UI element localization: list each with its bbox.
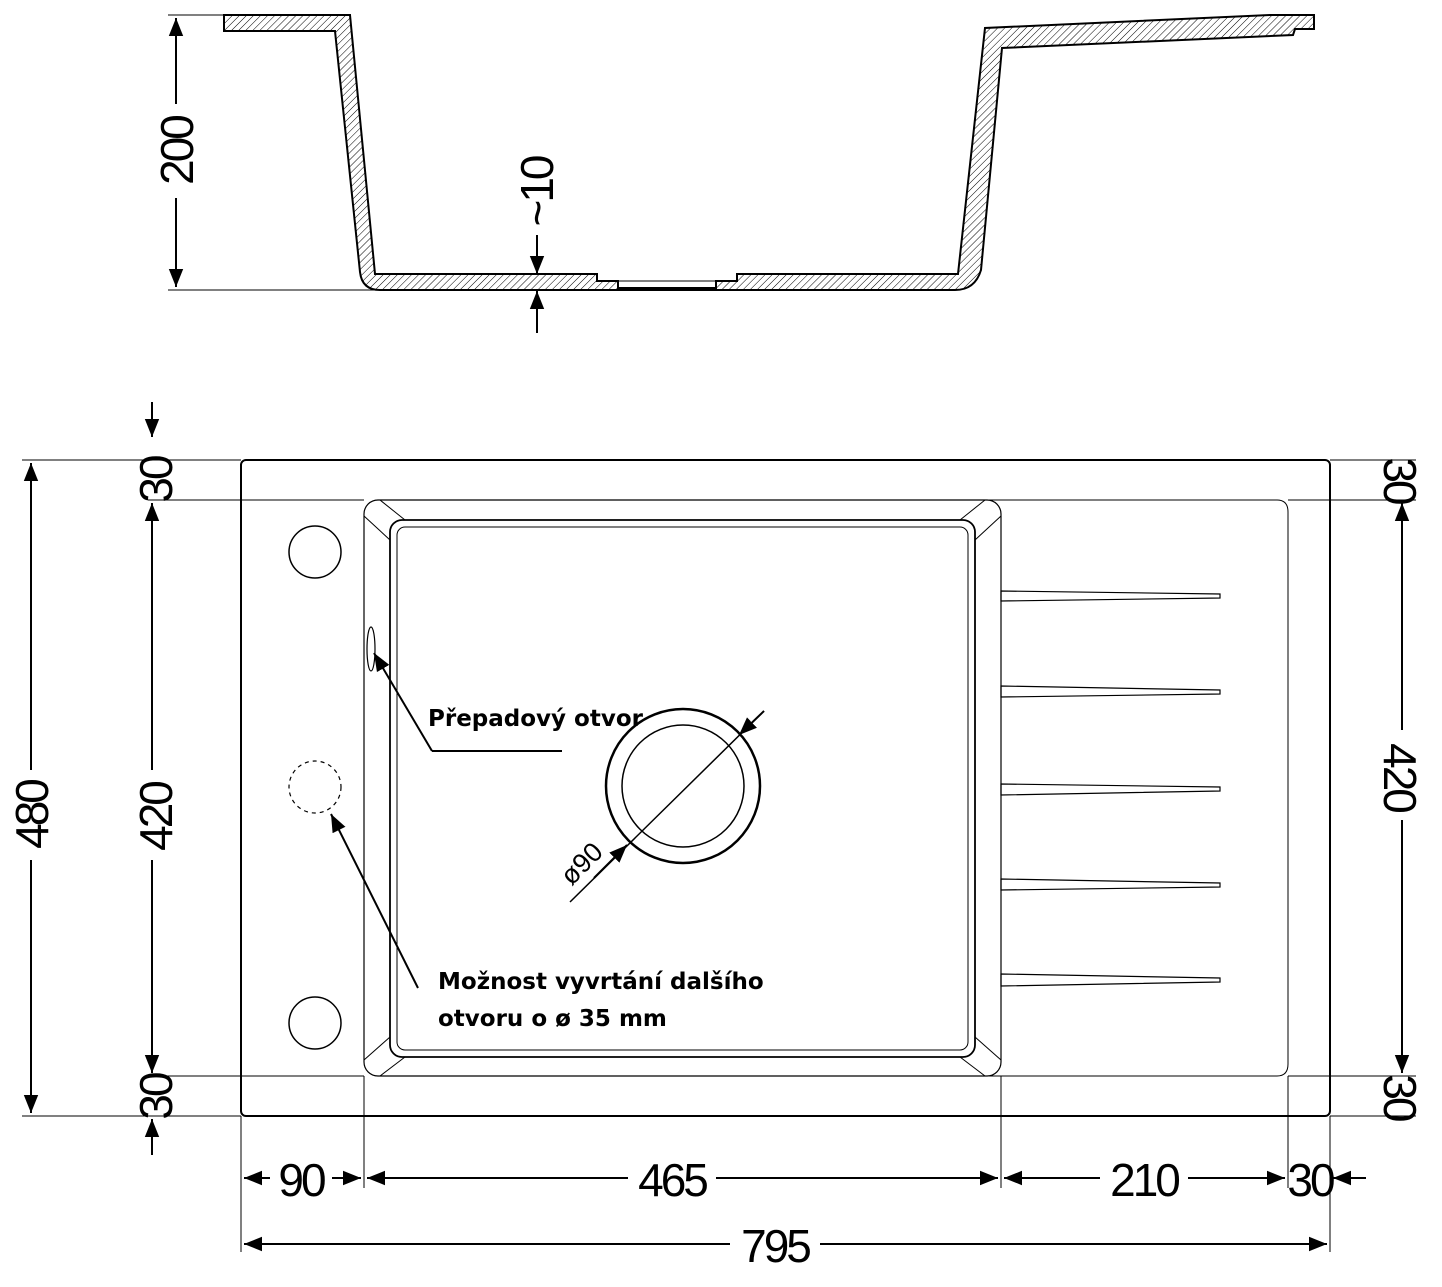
height-420-right-label: 420 <box>1374 743 1426 812</box>
overflow-note: Přepadový otvor <box>428 706 644 732</box>
height-480-label: 480 <box>6 780 58 849</box>
drill-note-line2: otvoru o ø 35 mm <box>438 1006 667 1032</box>
left-margin-90-label: 90 <box>278 1154 325 1206</box>
bottom-dimensions: 90 465 210 30 795 <box>240 1076 1366 1272</box>
drainer-width-210-label: 210 <box>1110 1154 1179 1206</box>
sink-section-profile <box>223 14 1315 291</box>
drainer-outline <box>985 499 1289 1077</box>
drain-outer <box>604 707 762 865</box>
drain-inner <box>621 724 745 848</box>
drain-diameter-arrow-a <box>593 844 628 879</box>
bowl-inner-basin <box>389 519 976 1058</box>
total-width-795-label: 795 <box>741 1220 810 1272</box>
bowl-corner-chamfers <box>363 499 1002 1077</box>
bottom-margin-left-label: 30 <box>130 1073 182 1120</box>
overflow-slot <box>366 626 376 672</box>
drill-hole-leader <box>330 813 419 989</box>
top-margin-left-label: 30 <box>130 456 182 503</box>
bowl-width-465-label: 465 <box>638 1154 707 1206</box>
drainer-ribs <box>1000 590 1221 987</box>
bottom-margin-right-label: 30 <box>1374 1074 1426 1121</box>
overflow-leader <box>373 652 433 752</box>
tap-hole-optional <box>288 760 342 814</box>
drain-diameter-label: ø90 <box>555 837 609 891</box>
height-200-label: 200 <box>151 116 203 185</box>
bowl-inner-basin-edge <box>396 526 969 1051</box>
drain-diameter-arrow-b <box>738 710 765 736</box>
thickness-10-label: ~10 <box>511 156 563 226</box>
sink-outer-outline <box>240 459 1331 1117</box>
right-dimensions: 30 420 30 <box>1288 457 1426 1121</box>
top-margin-right-label: 30 <box>1374 457 1426 504</box>
height-420-left-label: 420 <box>130 782 182 851</box>
left-dimensions: 480 30 420 30 <box>6 402 364 1155</box>
tap-hole-top <box>288 525 342 579</box>
right-margin-30-label: 30 <box>1287 1154 1334 1206</box>
top-plan-view: ø90 Přepadový otvor Možnost vyvrtání dal… <box>240 459 1331 1117</box>
tap-hole-bottom <box>288 996 342 1050</box>
drill-note-line1: Možnost vyvrtání dalšího <box>438 969 764 995</box>
side-section-view: 200 ~10 <box>151 14 1315 333</box>
